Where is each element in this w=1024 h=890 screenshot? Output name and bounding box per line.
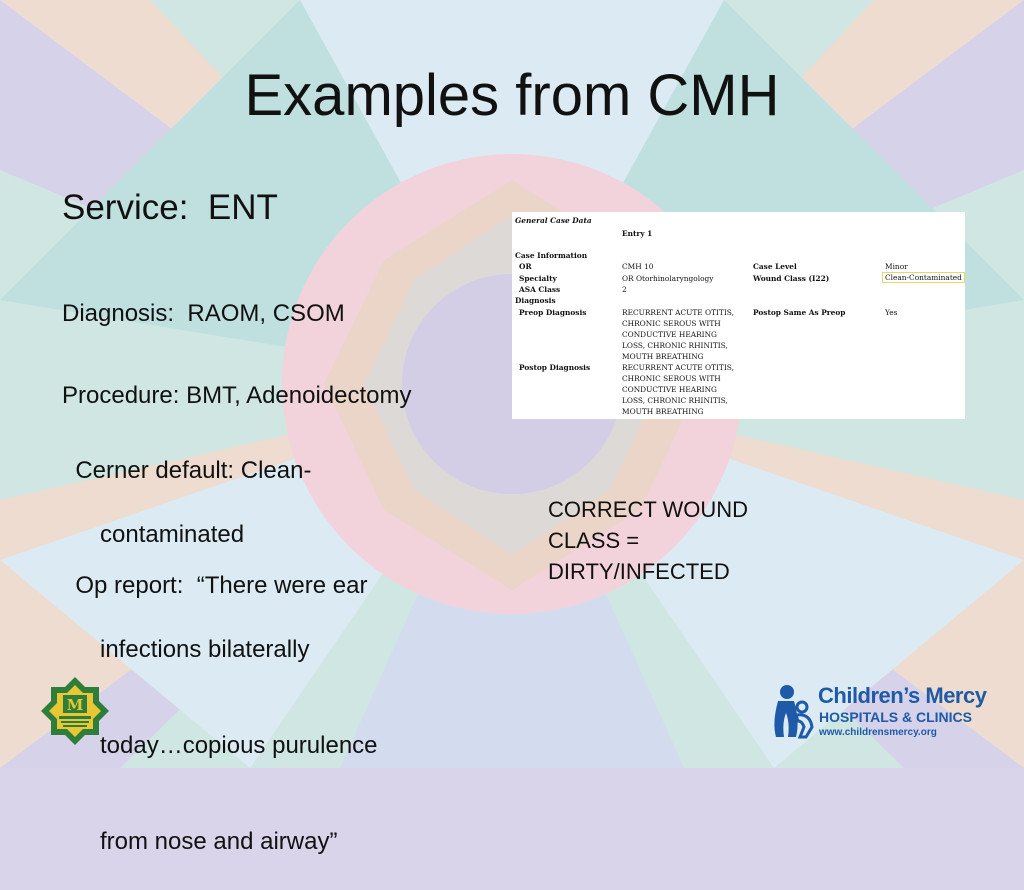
emr-postop-line-5: MOUTH BREATHING — [622, 407, 704, 416]
emr-or-value: CMH 10 — [622, 262, 654, 271]
emr-case-level-label: Case Level — [753, 262, 797, 271]
slide-title: Examples from CMH — [244, 63, 780, 128]
website-url-text: www.childrensmercy.org — [819, 727, 937, 738]
emr-header: General Case Data — [515, 216, 592, 225]
emr-case-level-value: Minor — [885, 262, 908, 271]
op-report-bullet: Op report: “There were ear infections bi… — [62, 538, 502, 890]
hospitals-clinics-text: HOSPITALS & CLINICS — [819, 709, 972, 725]
emr-preop-label: Preop Diagnosis — [519, 308, 587, 317]
op-line-4: from nose and airway” — [100, 828, 338, 855]
cerner-bullet: Cerner default: Clean- contaminated — [62, 423, 502, 583]
emr-postop-line-2: CHRONIC SEROUS WITH — [622, 374, 721, 383]
correct-line-2: CLASS = — [548, 528, 640, 553]
emr-preop-line-1: RECURRENT ACUTE OTITIS, — [622, 308, 734, 317]
op-line-1: Op report: “There were ear — [75, 572, 368, 599]
service-text: Service: ENT — [62, 188, 278, 227]
emr-preop-line-4: LOSS, CHRONIC RHINITIS, — [622, 341, 728, 350]
emr-postop-label: Postop Diagnosis — [519, 363, 591, 372]
emr-asa-label: ASA Class — [519, 285, 561, 294]
emr-postop-line-4: LOSS, CHRONIC RHINITIS, — [622, 396, 728, 405]
emr-preop-line-5: MOUTH BREATHING — [622, 352, 704, 361]
cerner-line-1: Cerner default: Clean- — [75, 457, 312, 484]
emr-wound-label: Wound Class (I22) — [753, 274, 830, 283]
emr-postop-line-3: CONDUCTIVE HEARING — [622, 385, 717, 394]
emr-postop-same-label: Postop Same As Preop — [753, 308, 846, 317]
op-line-3: today…copious purulence — [100, 732, 378, 759]
magnet-letter: M — [67, 696, 84, 714]
op-line-2: infections bilaterally — [100, 636, 310, 663]
procedure-bullet: Procedure: BMT, Adenoidectomy — [62, 382, 412, 409]
emr-preop-line-3: CONDUCTIVE HEARING — [622, 330, 717, 339]
childrens-mercy-icon — [774, 685, 814, 739]
emr-wound-value: Clean-Contaminated — [882, 272, 965, 283]
magnet-badge-logo: M — [41, 677, 109, 745]
emr-diagnosis: Diagnosis — [515, 296, 556, 305]
emr-or-label: OR — [519, 262, 532, 271]
childrens-mercy-name: Children’s Mercy — [818, 683, 987, 708]
emr-asa-value: 2 — [622, 285, 627, 294]
emr-postop-line-1: RECURRENT ACUTE OTITIS, — [622, 363, 734, 372]
emr-case-info: Case Information — [515, 251, 588, 260]
emr-postop-same-value: Yes — [885, 308, 898, 317]
cerner-line-2: contaminated — [100, 521, 245, 548]
emr-case-data-panel: General Case Data Entry 1 Case Informati… — [512, 212, 965, 419]
emr-preop-line-2: CHRONIC SEROUS WITH — [622, 319, 721, 328]
correct-line-1: CORRECT WOUND — [548, 497, 749, 522]
emr-specialty-value: OR Otorhinolaryngology — [622, 274, 714, 283]
emr-specialty-label: Specialty — [519, 274, 557, 283]
diagnosis-bullet: Diagnosis: RAOM, CSOM — [62, 300, 345, 327]
emr-entry: Entry 1 — [622, 229, 653, 238]
correct-line-3: DIRTY/INFECTED — [548, 559, 730, 584]
correct-wound-class-note: CORRECT WOUND CLASS = DIRTY/INFECTED — [548, 494, 748, 587]
